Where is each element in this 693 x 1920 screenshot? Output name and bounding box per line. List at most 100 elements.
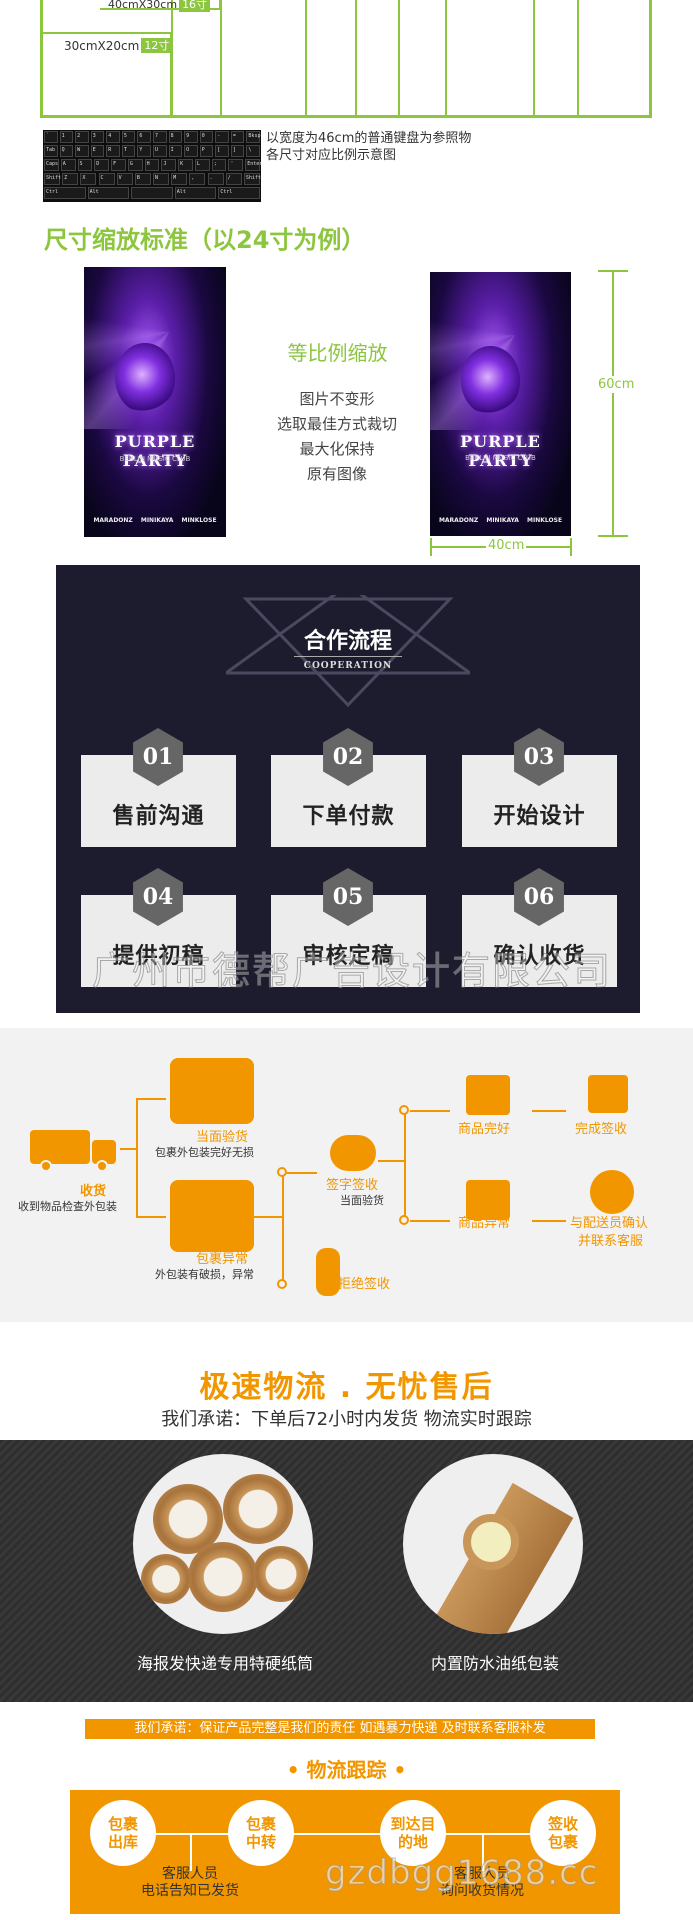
inspect-people-icon bbox=[170, 1058, 254, 1124]
keyboard-key: - bbox=[215, 131, 229, 143]
keyboard-key: 5 bbox=[121, 131, 136, 143]
keyboard-key: 3 bbox=[90, 131, 105, 143]
keyboard-key: 9 bbox=[184, 131, 198, 143]
keyboard-key: P bbox=[199, 145, 214, 157]
confirm-line1: 与配送员确认 bbox=[570, 1216, 649, 1231]
reject-person-icon bbox=[316, 1248, 340, 1296]
keyboard-key: B bbox=[134, 173, 151, 185]
keyboard-key: T bbox=[121, 145, 136, 157]
track-note-a-line1: 客服人员 bbox=[162, 1866, 218, 1882]
keyboard-key: 8 bbox=[168, 131, 183, 143]
keyboard-key: Tab bbox=[44, 145, 58, 157]
step-number-05: 05 bbox=[323, 868, 373, 926]
keyboard-key: A bbox=[60, 159, 76, 171]
oilpaper-tube-image bbox=[403, 1454, 583, 1634]
box-ok-icon bbox=[466, 1075, 510, 1115]
keyboard-key: C bbox=[98, 173, 115, 185]
sign-hammer-icon bbox=[330, 1135, 376, 1171]
company-watermark: 广州市德帮广告设计有限公司 bbox=[91, 949, 612, 994]
width-label: 40cm bbox=[486, 538, 527, 553]
keyboard-key: X bbox=[80, 173, 97, 185]
sign-title: 签字签收 bbox=[326, 1178, 379, 1193]
keyboard-key: H bbox=[144, 159, 160, 171]
goods-bad-label: 商品异常 bbox=[458, 1216, 511, 1231]
guarantee-banner: 我们承诺：保证产品完整是我们的责任 如遇暴力快递 及时联系客服补发 bbox=[85, 1719, 595, 1739]
keyboard-key: R bbox=[106, 145, 120, 157]
cooperation-panel: 合作流程 COOPERATION 01 售前沟通 02 下单付款 03 开始设计… bbox=[56, 565, 640, 1013]
keyboard-key: Y bbox=[137, 145, 151, 157]
keyboard-note-line1: 以宽度为46cm的普通键盘为参照物 bbox=[266, 131, 472, 146]
cooperation-title: 合作流程 bbox=[303, 628, 392, 654]
keyboard-key: = bbox=[230, 131, 245, 143]
step-number-01: 01 bbox=[133, 728, 183, 786]
keyboard-key: W bbox=[75, 145, 89, 157]
size-label-40x30: 40cmX30cm bbox=[108, 0, 178, 11]
track-step-1-label: 包裹 出库 bbox=[107, 1815, 138, 1851]
track-step-4: 签收 包裹 bbox=[530, 1800, 596, 1866]
step-number-02: 02 bbox=[323, 728, 373, 786]
step-label-03: 开始设计 bbox=[493, 803, 586, 829]
signature-pen-icon bbox=[588, 1075, 628, 1113]
keyboard-key: I bbox=[168, 145, 183, 157]
keyboard-key: G bbox=[127, 159, 143, 171]
complete-label: 完成签收 bbox=[575, 1122, 628, 1137]
size-label-30x20: 30cmX20cm bbox=[64, 38, 140, 53]
wrap-caption: 内置防水油纸包装 bbox=[430, 1654, 559, 1673]
tracking-title: • 物流跟踪 • bbox=[286, 1758, 407, 1782]
poster-footer: MARADONZ MINIKAYA MINKLOSE bbox=[93, 517, 217, 524]
keyboard-key: ' bbox=[228, 159, 244, 171]
keyboard-key: K bbox=[178, 159, 193, 171]
scale-method-title: 等比例缩放 bbox=[287, 341, 388, 365]
track-note-a-line2: 电话告知已发货 bbox=[141, 1883, 239, 1899]
poster-subtitle: BERLIN MUSIC CLUB bbox=[119, 455, 191, 463]
keyboard-key: ] bbox=[230, 145, 245, 157]
scale-heading: 尺寸缩放标准（以24寸为例） bbox=[44, 226, 366, 254]
scale-point-2: 选取最佳方式裁切 bbox=[276, 415, 397, 433]
keyboard-key: ; bbox=[211, 159, 227, 171]
step-label-04: 提供初稿 bbox=[112, 943, 205, 969]
keyboard-key: [ bbox=[215, 145, 229, 157]
keyboard-key: 1 bbox=[59, 131, 74, 143]
step-label-06: 确认收货 bbox=[493, 943, 586, 969]
keyboard-key: 4 bbox=[106, 131, 120, 143]
track-note-b-line2: 询问收货情况 bbox=[440, 1883, 524, 1899]
abnormal-people-icon bbox=[170, 1180, 254, 1252]
abnormal-desc: 外包装有破损，异常 bbox=[155, 1268, 254, 1281]
keyboard-key: 7 bbox=[153, 131, 167, 143]
keyboard-key: 0 bbox=[199, 131, 214, 143]
keyboard-key: O bbox=[184, 145, 198, 157]
keyboard-key: / bbox=[225, 173, 242, 185]
keyboard-key: \ bbox=[246, 145, 260, 157]
keyboard-key: Alt bbox=[174, 187, 217, 199]
keyboard-key: , bbox=[189, 173, 206, 185]
height-label: 60cm bbox=[598, 376, 635, 393]
cooperation-triangle-deco bbox=[226, 595, 470, 708]
keyboard-key: Alt bbox=[87, 187, 130, 199]
keyboard-key: 6 bbox=[137, 131, 151, 143]
scale-point-4: 原有图像 bbox=[306, 465, 367, 483]
keyboard-key: J bbox=[161, 159, 177, 171]
keyboard-key: E bbox=[90, 145, 105, 157]
track-step-4-label: 签收 包裹 bbox=[547, 1815, 578, 1851]
keyboard-key: Enter bbox=[245, 159, 262, 171]
track-step-3: 到达目 的地 bbox=[380, 1800, 446, 1866]
keyboard-key: ` bbox=[44, 131, 58, 143]
keyboard-key: Q bbox=[59, 145, 74, 157]
track-step-2: 包裹 中转 bbox=[228, 1800, 294, 1866]
step-number-03: 03 bbox=[514, 728, 564, 786]
packaging-panel: 海报发快递专用特硬纸筒 内置防水油纸包装 bbox=[0, 1440, 693, 1702]
size-tag-12: 12寸 bbox=[141, 38, 173, 53]
keyboard-key: U bbox=[153, 145, 167, 157]
scale-point-1: 图片不变形 bbox=[299, 390, 375, 408]
poster-original: PURPLE PARTY BERLIN MUSIC CLUB MARADONZ … bbox=[84, 267, 226, 537]
keyboard-key: Bksp bbox=[246, 131, 260, 143]
scale-points: 图片不变形 选取最佳方式裁切 最大化保持 原有图像 bbox=[262, 387, 412, 487]
tracking-panel: 包裹 出库 包裹 中转 到达目 的地 签收 包裹 客服人员 电话告知已发货 客服… bbox=[70, 1790, 620, 1914]
step-label-01: 售前沟通 bbox=[112, 803, 205, 829]
keyboard-key bbox=[131, 187, 173, 199]
step-number-06: 06 bbox=[514, 868, 564, 926]
step-label-05: 审核定稿 bbox=[302, 943, 395, 969]
size-tag-16: 16寸 bbox=[179, 0, 211, 12]
poster-title: PURPLE PARTY bbox=[114, 432, 196, 470]
